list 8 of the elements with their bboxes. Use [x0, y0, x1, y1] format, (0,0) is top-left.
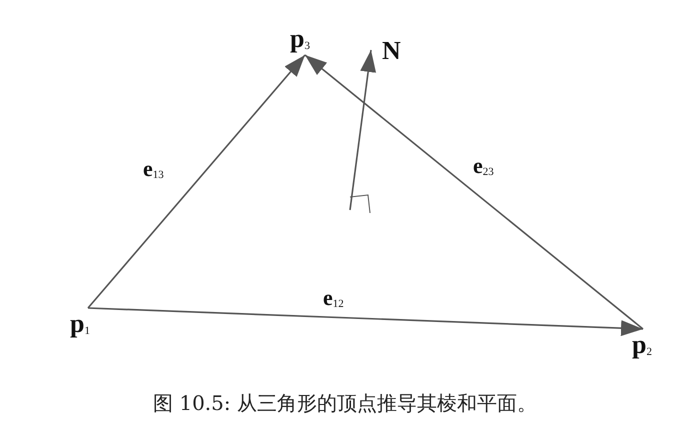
arrow [304, 54, 644, 330]
vertex-label: p$_{3}$ [290, 26, 310, 59]
arrow [88, 307, 644, 336]
caption: 图 10.5: 从三角形的顶点推导其棱和平面。 [152, 390, 538, 417]
vertex-label: p$_{2}$ [632, 332, 652, 365]
vertex-label: p$_{1}$ [70, 311, 90, 344]
arrow [87, 54, 306, 309]
vector-label: N [382, 38, 401, 64]
